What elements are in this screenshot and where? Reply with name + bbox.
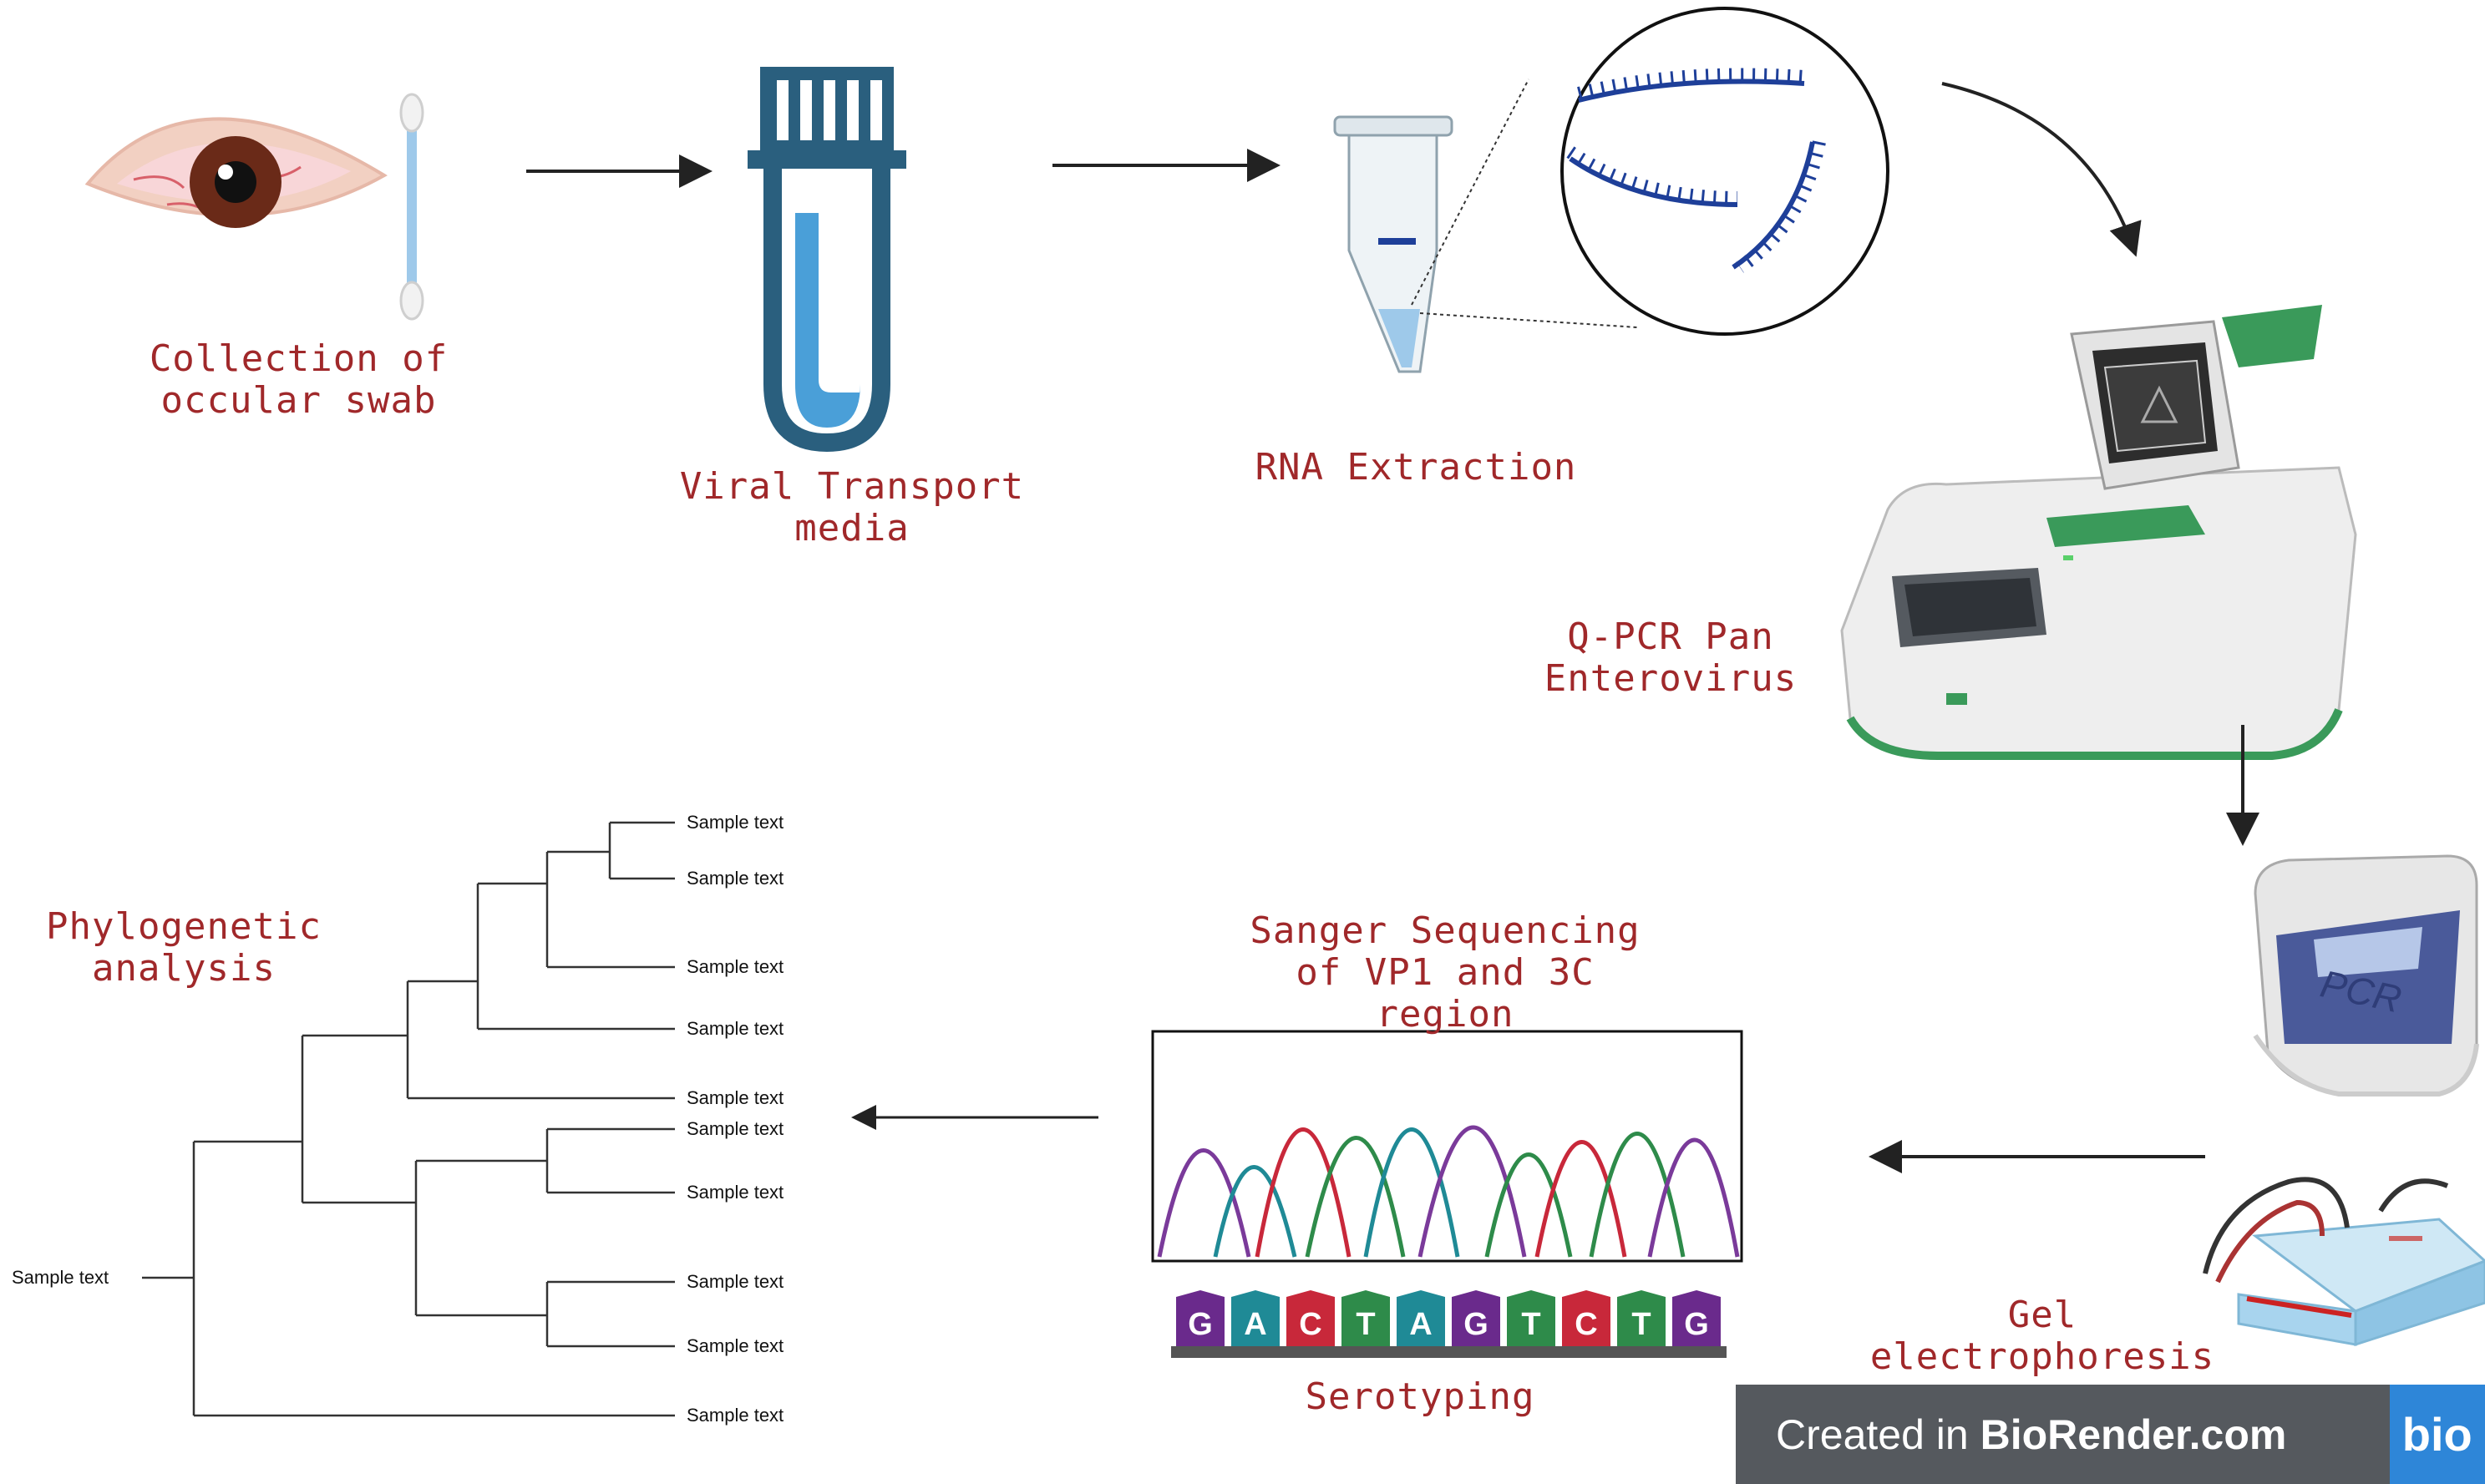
label-qpcr: Q-PCR Pan Enterovirus bbox=[1544, 615, 1798, 700]
svg-text:G: G bbox=[1684, 1307, 1709, 1342]
flow-arrows bbox=[526, 82, 2259, 1173]
svg-text:T: T bbox=[1521, 1307, 1540, 1342]
label-phylo: Phylogenetic analysis bbox=[46, 905, 322, 990]
base-a-2: A bbox=[1231, 1290, 1280, 1346]
label-rna: RNA Extraction bbox=[1255, 446, 1577, 489]
tree-leaf-label: Sample text bbox=[687, 956, 784, 977]
base-c-3: C bbox=[1286, 1290, 1335, 1346]
tree-leaf-label: Sample text bbox=[687, 1118, 784, 1139]
svg-text:C: C bbox=[1299, 1307, 1321, 1342]
tree-leaf-label: Sample text bbox=[687, 1335, 784, 1356]
biorender-logo-icon: bio bbox=[2389, 1385, 2485, 1484]
svg-text:G: G bbox=[1188, 1307, 1213, 1342]
base-g-1: G bbox=[1176, 1290, 1225, 1346]
svg-text:G: G bbox=[1463, 1307, 1488, 1342]
base-t-9: T bbox=[1617, 1290, 1666, 1346]
tree-leaf-label: Sample text bbox=[687, 1271, 784, 1292]
tree-leaf-label: Sample text bbox=[687, 868, 784, 889]
badge-text: Created in BioRender.com bbox=[1736, 1411, 2390, 1459]
phylogenetic-tree bbox=[142, 821, 675, 1417]
tree-leaf-label: Sample text bbox=[687, 1087, 784, 1108]
badge-brand: BioRender.com bbox=[1980, 1411, 2287, 1458]
base-a-5: A bbox=[1397, 1290, 1445, 1346]
rna-strands-icon bbox=[1560, 7, 1889, 336]
gel-box-icon bbox=[2203, 1177, 2485, 1347]
base-g-10: G bbox=[1672, 1290, 1721, 1346]
pcr-device-icon bbox=[2253, 854, 2479, 1097]
badge-prefix: Created in bbox=[1776, 1411, 1980, 1458]
arrow-rna-to-qpcr bbox=[1941, 82, 2142, 257]
label-serotyping: Serotyping bbox=[1305, 1375, 1535, 1418]
label-gel: Gel electrophoresis bbox=[1869, 1294, 2215, 1378]
tree-root-label: Sample text bbox=[12, 1267, 109, 1288]
label-transport: Viral Transport media bbox=[679, 465, 1025, 550]
tree-leaf-label: Sample text bbox=[687, 812, 784, 833]
swab-icon bbox=[399, 93, 424, 321]
microtube-icon bbox=[1333, 79, 1638, 373]
transport-tube-icon bbox=[748, 67, 906, 453]
base-g-6: G bbox=[1452, 1290, 1500, 1346]
svg-text:T: T bbox=[1356, 1307, 1375, 1342]
svg-text:C: C bbox=[1575, 1307, 1597, 1342]
biorender-badge[interactable]: Created in BioRender.com bio bbox=[1736, 1385, 2485, 1484]
qpcr-machine-icon bbox=[1840, 305, 2357, 760]
label-collection: Collection of occular swab bbox=[149, 337, 449, 422]
tree-leaf-label: Sample text bbox=[687, 1405, 784, 1426]
tree-leaf-label: Sample text bbox=[687, 1018, 784, 1039]
svg-text:A: A bbox=[1409, 1307, 1432, 1342]
base-t-7: T bbox=[1507, 1290, 1555, 1346]
eye-icon bbox=[84, 117, 388, 228]
label-sanger: Sanger Sequencing of VP1 and 3C region bbox=[1250, 909, 1641, 1036]
tree-leaf-label: Sample text bbox=[687, 1182, 784, 1203]
svg-text:A: A bbox=[1244, 1307, 1266, 1342]
base-t-4: T bbox=[1341, 1290, 1390, 1346]
base-c-8: C bbox=[1562, 1290, 1610, 1346]
svg-text:T: T bbox=[1631, 1307, 1651, 1342]
